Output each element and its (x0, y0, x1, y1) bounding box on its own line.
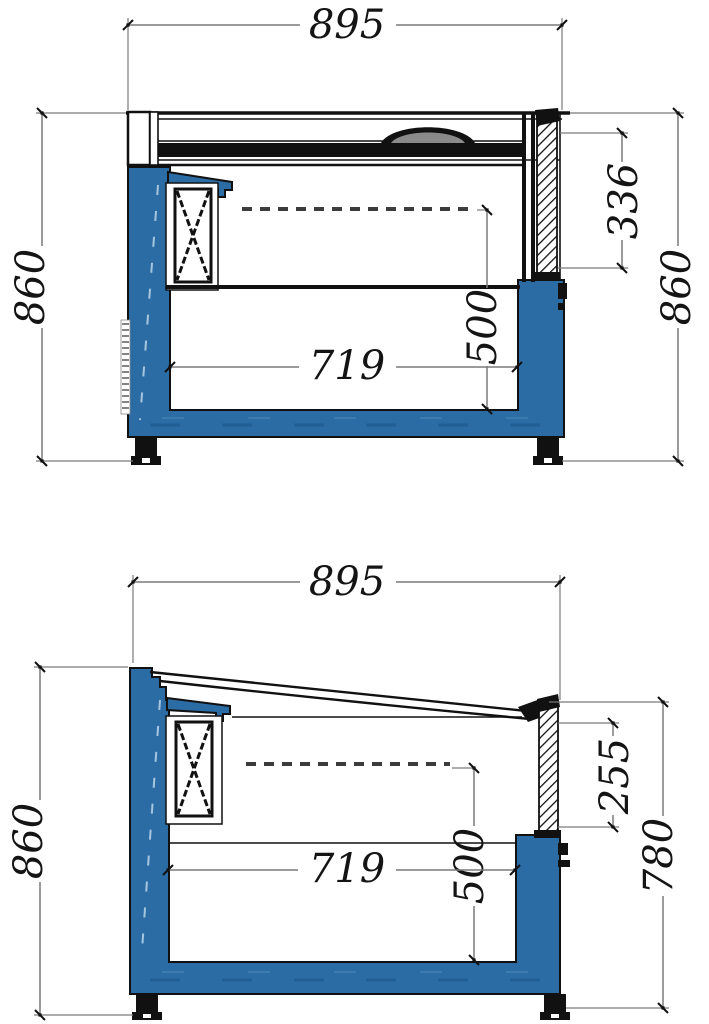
wall-highlight (141, 699, 161, 951)
vent-grille (120, 319, 131, 415)
dim-label-load-depth: 500 (447, 828, 493, 904)
panel-top-cap (537, 694, 560, 712)
dim-label-right-height: 860 (654, 249, 700, 325)
dim-label-front-glass: 255 (592, 738, 638, 815)
lid-handle-inner (391, 132, 465, 143)
leveling-foot-right (533, 437, 563, 465)
dim-255-front-glass: 255 (558, 717, 638, 833)
dim-895-top-width: 895 (122, 2, 568, 110)
dim-336-upper-section: 336 (558, 127, 647, 274)
dim-860-right-height: 860 (562, 107, 700, 467)
leveling-foot-right (540, 994, 570, 1020)
dim-860-left-height: 860 (8, 107, 133, 467)
lid-assembly (126, 110, 570, 167)
dim-label-upper-section: 336 (601, 163, 647, 239)
dim-label-top-width: 895 (309, 2, 385, 48)
lid-left-end-cap (126, 110, 152, 167)
right-frame-post (522, 112, 561, 282)
dim-label-left-height: 860 (8, 249, 54, 325)
top-section-view: 895 860 860 336 500 (8, 2, 700, 467)
panel-bottom-cap (534, 830, 561, 838)
dim-780-right-height: 780 (549, 696, 682, 1014)
dim-label-top-width: 895 (309, 559, 385, 605)
lock-detail-2 (558, 860, 570, 867)
panel-bottom-cap (533, 272, 560, 281)
bottom-section-view: 895 860 255 780 500 (6, 559, 682, 1021)
dim-500-load-depth: 500 (447, 762, 493, 966)
leveling-foot-left (131, 437, 161, 465)
dim-label-load-depth: 500 (460, 289, 506, 365)
dim-895-top-width: 895 (127, 559, 566, 700)
dim-label-left-height: 860 (6, 803, 52, 879)
dim-860-left-height: 860 (6, 661, 133, 1021)
dim-label-right-height: 780 (636, 818, 682, 894)
dim-label-inner-width: 719 (309, 846, 385, 892)
panel-top-cap (535, 108, 560, 126)
dim-719-inner-width: 719 (164, 343, 523, 389)
lid-gasket-band (152, 143, 524, 157)
evaporator-coil-symbol (165, 182, 219, 291)
dim-label-inner-width: 719 (309, 343, 385, 389)
side-glass-panel-hatch (533, 108, 560, 281)
dim-719-inner-width: 719 (162, 846, 521, 892)
dim-500-load-depth: 500 (460, 204, 506, 415)
curved-glass-lid (149, 670, 553, 722)
lock-detail (558, 283, 567, 299)
leveling-foot-left (132, 994, 162, 1020)
evaporator-coil-symbol (165, 715, 223, 825)
front-glass-panel-hatch (534, 694, 561, 838)
lock-detail-2 (558, 303, 565, 310)
shelf-bracket (166, 696, 231, 722)
lock-detail (558, 843, 568, 855)
